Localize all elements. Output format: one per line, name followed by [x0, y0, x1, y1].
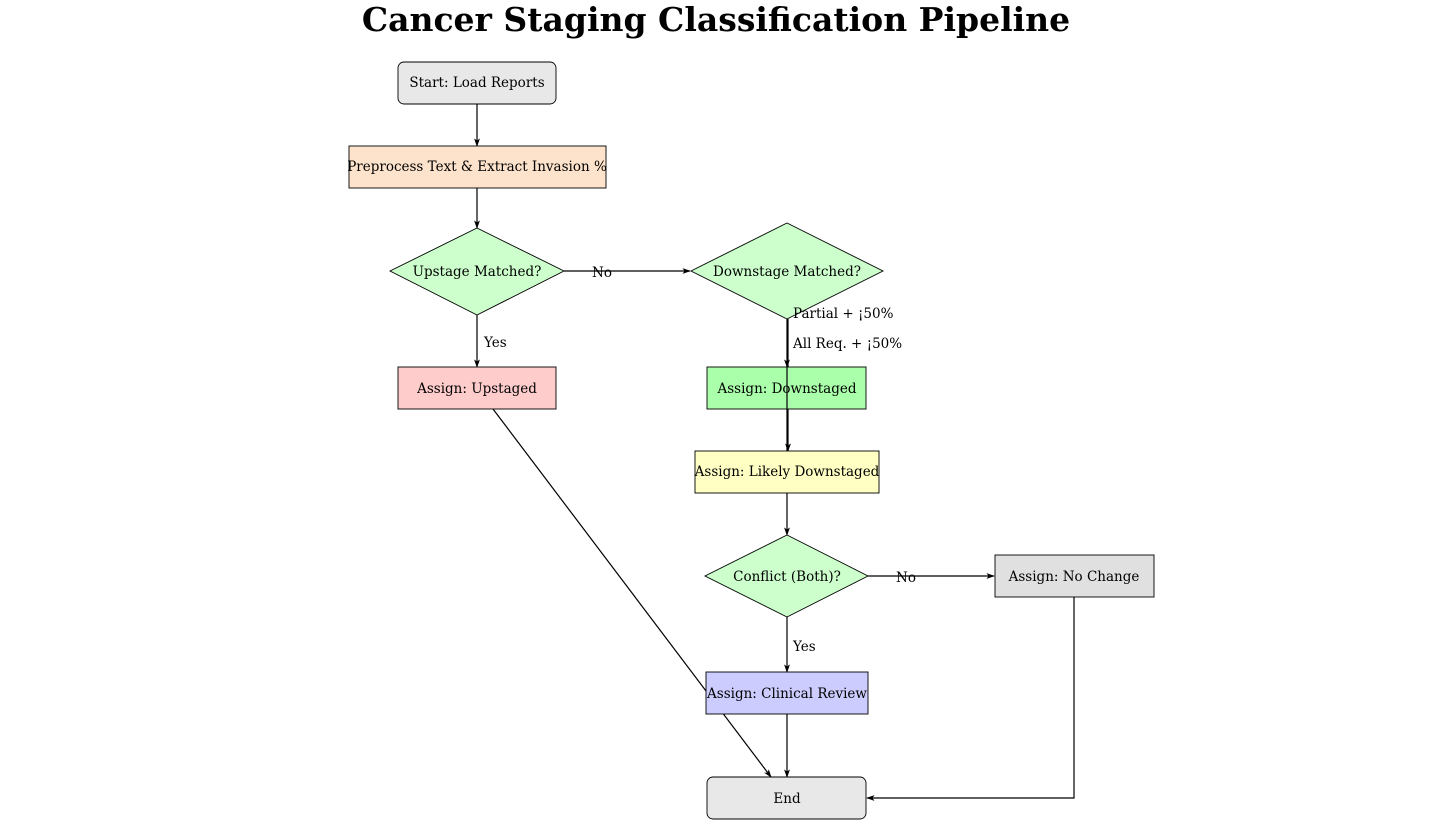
node-assign-likely-downstaged: Assign: Likely Downstaged — [694, 450, 880, 494]
node-conflict-decision: Conflict (Both)? — [703, 534, 869, 618]
node-assign-clinical-review: Assign: Clinical Review — [705, 671, 869, 715]
node-assign-upstaged-label: Assign: Upstaged — [416, 381, 537, 397]
node-end-shape — [706, 776, 867, 820]
edge-upstaged-to-end — [492, 408, 772, 778]
node-assign-no-change-shape — [994, 554, 1155, 598]
node-assign-clinical-review-label: Assign: Clinical Review — [706, 686, 867, 702]
edge-label-conflict-yes: Yes — [792, 639, 816, 655]
node-assign-no-change: Assign: No Change — [994, 554, 1155, 598]
node-preprocess: Preprocess Text & Extract Invasion % — [347, 145, 607, 189]
node-assign-upstaged: Assign: Upstaged — [397, 366, 557, 410]
node-end: End — [706, 776, 867, 820]
node-downstage-decision-shape — [689, 222, 885, 320]
node-assign-no-change-label: Assign: No Change — [1008, 569, 1140, 585]
diagram-title: Cancer Staging Classification Pipeline — [362, 0, 1070, 39]
edge-label-downstage-all-req: All Req. + ¡50% — [792, 336, 902, 352]
node-preprocess-label: Preprocess Text & Extract Invasion % — [347, 159, 607, 175]
node-start: Start: Load Reports — [397, 61, 557, 105]
edge-label-downstage-partial: Partial + ¡50% — [793, 306, 894, 322]
edge-label-conflict-no: No — [896, 570, 916, 586]
node-upstage-decision: Upstage Matched? — [388, 227, 566, 316]
node-assign-likely-downstaged-label: Assign: Likely Downstaged — [694, 464, 880, 480]
node-downstage-decision-label: Downstage Matched? — [713, 264, 861, 280]
node-start-label: Start: Load Reports — [409, 75, 544, 91]
edge-label-upstage-yes: Yes — [483, 335, 507, 351]
node-upstage-decision-shape — [388, 227, 566, 316]
edge-label-upstage-no: No — [592, 265, 612, 281]
node-downstage-decision: Downstage Matched? — [689, 222, 885, 320]
node-start-shape — [397, 61, 557, 105]
node-upstage-decision-label: Upstage Matched? — [413, 264, 542, 280]
node-assign-clinical-review-shape — [705, 671, 869, 715]
node-preprocess-shape — [348, 145, 607, 189]
node-assign-likely-downstaged-shape — [694, 450, 880, 494]
node-conflict-decision-label: Conflict (Both)? — [733, 569, 841, 585]
edge-no-change-to-end — [866, 597, 1075, 801]
node-assign-upstaged-shape — [397, 366, 557, 410]
node-conflict-decision-shape — [703, 534, 869, 618]
node-end-label: End — [773, 791, 801, 807]
